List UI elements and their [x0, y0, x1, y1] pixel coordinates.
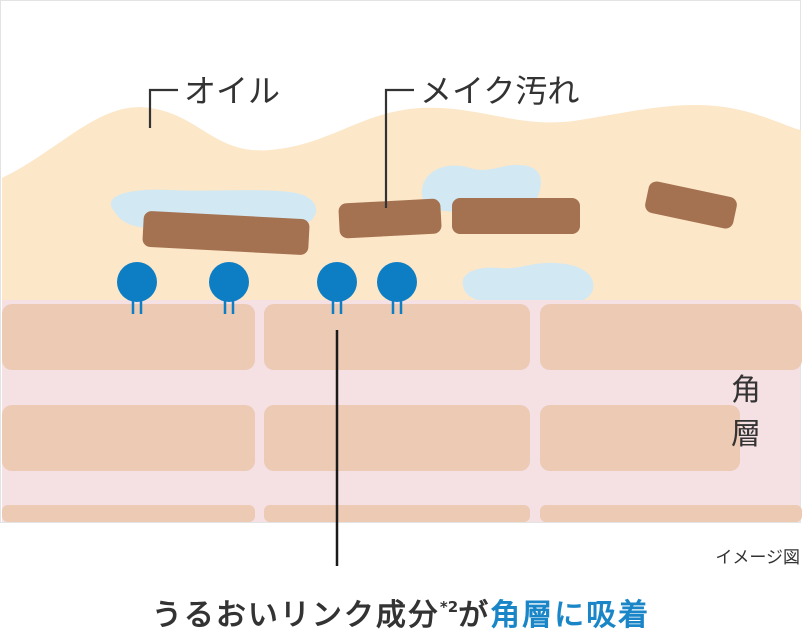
stratum-label-line2: 層 [731, 417, 761, 452]
dirt-particle [645, 181, 737, 229]
caption-note-number: 2 [447, 598, 459, 616]
skin-cell [2, 505, 255, 522]
oil-label: オイル [184, 72, 280, 110]
makeup-leader-line [384, 88, 414, 208]
caption-main: うるおいリンク成分 [151, 598, 440, 633]
skin-cell [540, 304, 802, 370]
caption: うるおいリンク成分*2が角層に吸着 [0, 590, 802, 634]
ingredient-molecule [209, 262, 249, 314]
skin-cell [540, 505, 802, 522]
ingredient-molecule [117, 262, 157, 314]
skin-cell [2, 405, 255, 471]
image-note: イメージ図 [715, 548, 800, 568]
makeup-dirt [142, 181, 737, 255]
ingredient-molecule [317, 262, 357, 314]
skin-cell [264, 405, 530, 471]
dirt-particle [142, 211, 310, 255]
makeup-label: メイク汚れ [420, 72, 579, 110]
ingredient-molecules [117, 262, 417, 314]
water-droplet [462, 262, 594, 306]
skin-cell [264, 304, 530, 370]
skin-cell [540, 405, 740, 471]
stratum-label-line1: 角 [731, 373, 761, 408]
dirt-particle [452, 198, 580, 234]
caption-asterisk: * [439, 598, 448, 616]
caption-particle: が [458, 598, 491, 633]
dirt-particle [338, 198, 442, 239]
skin-cell [264, 505, 530, 522]
caption-highlight: 角層に吸着 [490, 598, 651, 633]
skin-cell [2, 304, 255, 370]
ingredient-molecule [377, 262, 417, 314]
stratum-corneum [2, 300, 802, 522]
oil-leader-line [148, 88, 178, 128]
